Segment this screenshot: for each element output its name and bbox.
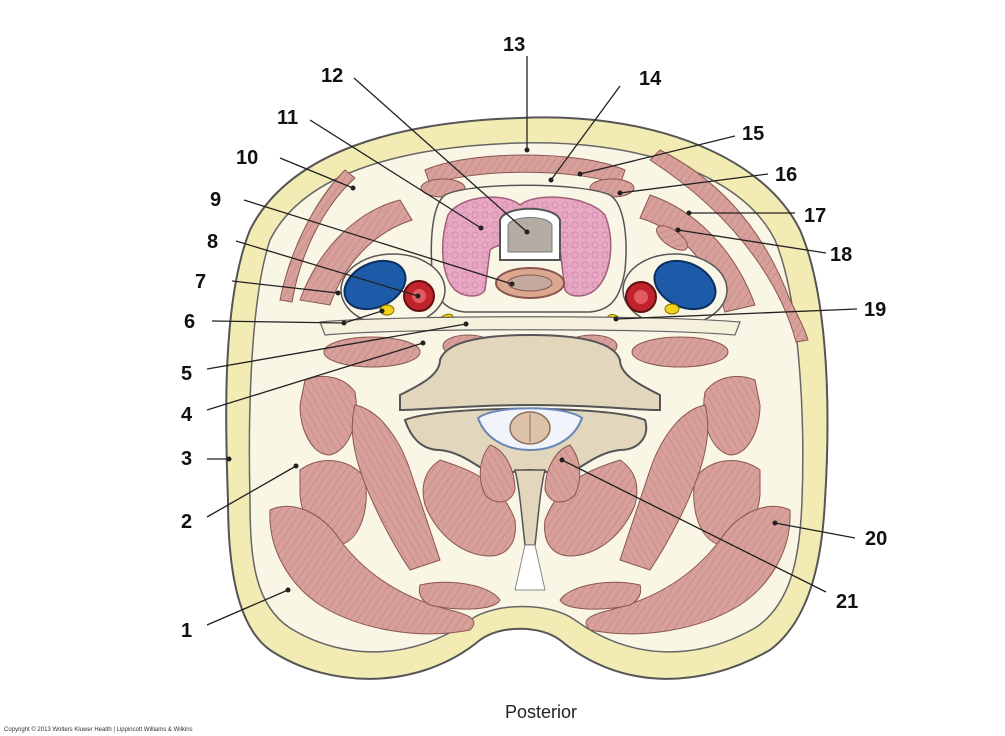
leader-7 [231, 280, 339, 294]
longus-colli-left [323, 336, 421, 368]
leader-dot-9 [509, 281, 515, 287]
vertebral-body [399, 333, 661, 412]
sternocleidomastoid-left [299, 199, 413, 306]
leader-15 [579, 135, 736, 175]
multifidus-left [479, 444, 516, 503]
leader-dot-10 [350, 185, 356, 191]
leader-dot-17 [686, 210, 692, 216]
leader-dot-3 [226, 456, 232, 462]
leader-dot-20 [772, 520, 778, 526]
leader-dot-15 [577, 171, 583, 177]
leader-19 [615, 308, 858, 320]
leader-6 [211, 320, 345, 324]
leader-dot-1 [285, 587, 291, 593]
label-20: 20 [865, 528, 887, 550]
scalene-muscle-right [703, 376, 761, 456]
label-1: 1 [181, 620, 192, 642]
leader-dot-21 [559, 457, 565, 463]
leader-8 [235, 240, 419, 297]
leader-lines [206, 56, 858, 626]
label-3: 3 [181, 448, 192, 470]
label-8: 8 [207, 231, 218, 253]
leader-dot-13 [524, 147, 530, 153]
longus-colli-right [631, 336, 729, 368]
trapezius-left [269, 505, 475, 635]
multifidus-right [544, 444, 581, 503]
nuchal-muscle-right [559, 581, 642, 610]
label-18: 18 [830, 244, 852, 266]
label-13: 13 [503, 34, 525, 56]
label-21: 21 [836, 591, 858, 613]
leader-21 [561, 459, 827, 593]
nuchal-ligament [514, 544, 546, 591]
label-11: 11 [277, 107, 298, 129]
leader-4 [206, 342, 424, 411]
leader-11 [309, 119, 482, 229]
leader-dot-11 [478, 225, 484, 231]
leader-6b [343, 310, 383, 324]
esophagus-lumen [507, 274, 553, 292]
label-4: 4 [181, 404, 193, 426]
label-10: 10 [236, 147, 258, 169]
label-9: 9 [210, 189, 221, 211]
leader-16 [619, 173, 769, 194]
label-5: 5 [181, 363, 192, 385]
leader-dot-8 [415, 293, 421, 299]
leader-dot-7 [335, 290, 341, 296]
leader-2 [206, 465, 297, 518]
orientation-label: Posterior [505, 702, 577, 722]
leader-20 [774, 522, 856, 539]
leader-18 [677, 229, 827, 254]
leader-12 [353, 77, 528, 233]
thyroid-gland [441, 196, 612, 297]
label-14: 14 [639, 68, 662, 90]
label-17: 17 [804, 205, 826, 227]
splenius-left [351, 404, 441, 571]
leader-dot-19 [613, 316, 619, 322]
leader-dot-12 [524, 229, 530, 235]
label-16: 16 [775, 164, 797, 186]
leader-dot-2 [293, 463, 299, 469]
vagus-nerve-right [664, 303, 680, 315]
label-15: 15 [742, 123, 764, 145]
leader-1 [206, 589, 289, 626]
leader-14 [550, 85, 621, 181]
trachea-lumen [507, 217, 553, 253]
common-carotid-artery-right-lumen [634, 290, 648, 304]
copyright-notice: Copyright © 2013 Wolters Kluwer Health |… [4, 726, 193, 733]
label-7: 7 [195, 271, 206, 293]
label-6: 6 [184, 311, 195, 333]
nuchal-muscle-left [418, 581, 501, 610]
label-19: 19 [864, 299, 886, 321]
leader-dot-5 [463, 321, 469, 327]
label-12: 12 [321, 65, 343, 87]
number-labels: 1 2 3 4 5 6 7 8 9 10 11 12 13 14 15 16 1… [181, 34, 887, 642]
leader-dot-4 [420, 340, 426, 346]
leader-dot-16 [617, 190, 623, 196]
scalene-muscle-left [299, 376, 357, 456]
label-2: 2 [181, 511, 192, 533]
platysma-right [649, 149, 809, 343]
leader-5 [206, 323, 467, 370]
leader-dot-14 [548, 177, 554, 183]
leader-dot-18 [675, 227, 681, 233]
splenius-right [619, 404, 709, 571]
leader-dot-6b [379, 308, 385, 314]
leader-9 [243, 199, 513, 285]
trapezius-right [585, 505, 791, 635]
platysma-left [279, 169, 356, 303]
leader-10 [279, 157, 354, 189]
